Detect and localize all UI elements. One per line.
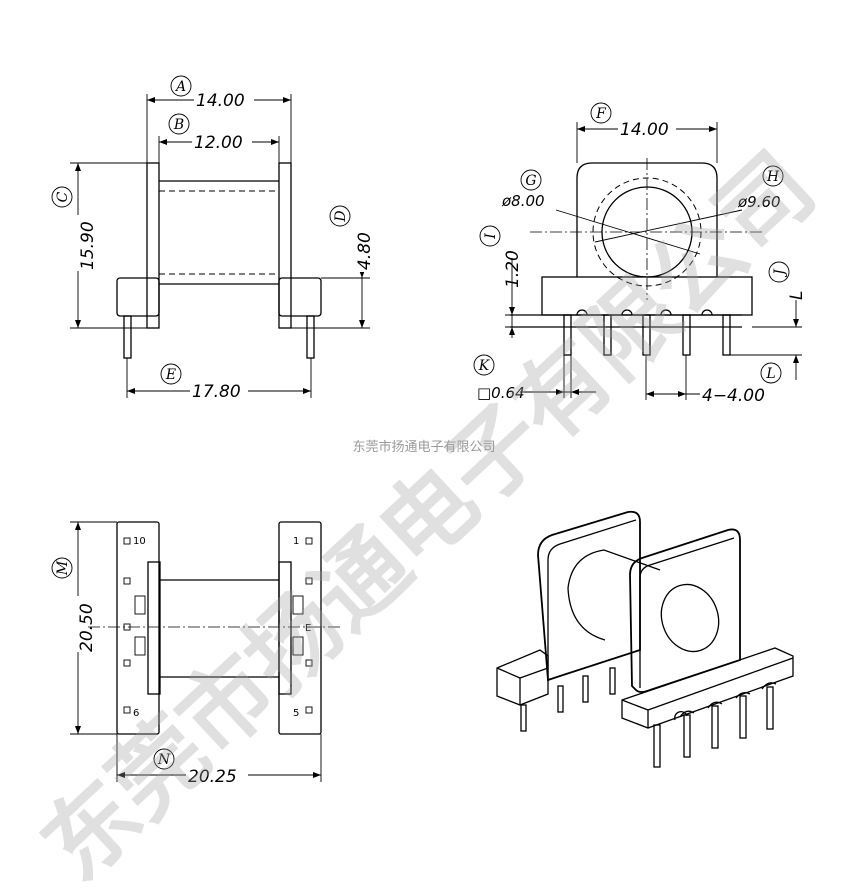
dim-K: □0.64 (477, 384, 525, 402)
right-base (278, 277, 322, 317)
front-pin-5 (722, 314, 731, 356)
label-C: C (55, 191, 71, 202)
dim-N: 20.25 (188, 767, 237, 787)
pin-label-10: 10 (133, 536, 146, 547)
dim-M: 20.50 (77, 603, 97, 652)
bottom-left-base (116, 521, 160, 735)
front-pin-3 (642, 314, 651, 356)
right-pin (306, 315, 315, 359)
label-B: B (173, 117, 184, 133)
isometric-view (496, 510, 794, 768)
left-pin (123, 315, 132, 359)
front-view: F 14.00 G ø8.00 H ø9.60 I 1.20 J L (473, 102, 807, 406)
label-L: L (765, 366, 775, 382)
label-M: M (55, 560, 71, 576)
side-view: A 14.00 B 12.00 C 15.90 D 4.80 (51, 75, 375, 402)
left-base (116, 277, 160, 317)
front-pin-2 (603, 314, 612, 356)
front-pin-4 (682, 314, 691, 356)
bottom-view: 10 1 6 5 E M 20.50 N 20.25 (51, 521, 340, 787)
label-D: D (333, 210, 349, 222)
dim-I: 1.20 (503, 250, 523, 288)
left-flange (146, 162, 160, 329)
watermark-small: 东莞市扬通电子有限公司 (352, 439, 495, 455)
label-E: E (165, 367, 176, 383)
front-pin-1 (563, 314, 572, 356)
dim-G: ø8.00 (501, 192, 545, 210)
pin-label-e: E (305, 623, 311, 634)
dim-C: 15.90 (78, 221, 98, 270)
dim-F: 14.00 (620, 120, 669, 140)
label-F: F (595, 106, 607, 122)
label-I: I (483, 233, 499, 240)
label-A-circle (170, 75, 192, 97)
pin-label-1: 1 (293, 536, 299, 547)
dim-B: 12.00 (194, 133, 243, 153)
dim-D: 4.80 (355, 232, 375, 270)
pin-label-5: 5 (293, 708, 299, 719)
dim-L: 4−4.00 (702, 386, 765, 406)
watermark-large: 东莞市扬通电子有限公司 (22, 133, 835, 890)
dim-H: ø9.60 (737, 193, 781, 211)
dim-J: L (787, 291, 807, 300)
label-J: J (772, 268, 788, 278)
label-G: G (525, 173, 536, 189)
right-flange (278, 162, 292, 329)
label-H: H (766, 169, 780, 185)
label-K: K (478, 358, 491, 374)
label-N: N (157, 752, 171, 768)
dim-E: 17.80 (192, 382, 241, 402)
pin-label-6: 6 (133, 708, 139, 719)
label-A: A (174, 79, 186, 95)
dim-A: 14.00 (196, 91, 245, 111)
